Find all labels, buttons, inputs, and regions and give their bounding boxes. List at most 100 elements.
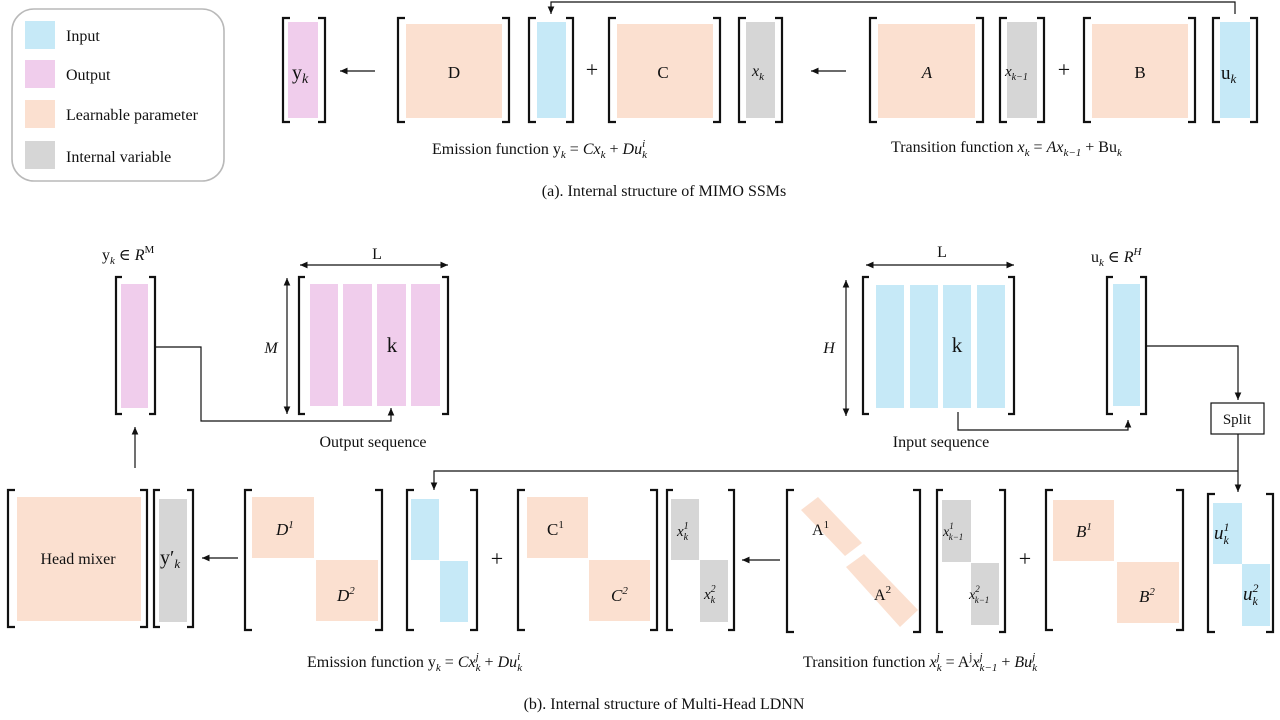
b-split-box bbox=[1210, 402, 1265, 435]
bracket-a-B bbox=[1082, 16, 1197, 124]
b-B1-block bbox=[1053, 500, 1114, 561]
b-in-col-1 bbox=[876, 285, 904, 408]
b-in-col-4 bbox=[977, 285, 1005, 408]
bracket-a-yk bbox=[281, 16, 327, 124]
bracket-b-D bbox=[243, 488, 384, 632]
bracket-b-yk bbox=[114, 275, 157, 416]
bracket-a-xkm1 bbox=[998, 16, 1046, 124]
b-B1-label: B1 bbox=[1076, 521, 1092, 541]
b-out-seq-marker: k bbox=[387, 333, 398, 357]
b-out-col-1 bbox=[310, 284, 338, 406]
b-head-mixer-block bbox=[17, 497, 141, 621]
b-in-dim-width-label: L bbox=[937, 244, 947, 261]
a-transition-formula: Transition function xk = Axk−1 + Buk bbox=[891, 139, 1123, 159]
bracket-b-B bbox=[1044, 488, 1185, 632]
b-B2-label: B2 bbox=[1139, 586, 1155, 606]
bracket-a-D bbox=[396, 16, 511, 124]
legend: Input Output Learnable parameter Interna… bbox=[11, 8, 225, 182]
b-yk-block bbox=[121, 284, 148, 408]
a-u-emission-block bbox=[537, 22, 566, 118]
b-xm2-block bbox=[971, 563, 999, 625]
a-xkm1-label: xk−1 bbox=[1004, 64, 1028, 83]
b-C2-label: C2 bbox=[611, 585, 628, 605]
b-in-seq-label: Input sequence bbox=[893, 434, 989, 451]
b-in-col-3 bbox=[943, 285, 971, 408]
b-u-emission-bottom bbox=[440, 561, 468, 622]
bracket-b-uk-heads bbox=[1206, 492, 1275, 634]
bracket-b-A bbox=[785, 488, 922, 634]
b-head-mixer-label: Head mixer bbox=[40, 551, 116, 568]
b-arrow-split-feedthrough bbox=[430, 470, 1238, 490]
bracket-a-u-emission bbox=[527, 16, 575, 124]
b-split-label: Split bbox=[1223, 412, 1252, 428]
b-A2-block bbox=[846, 554, 918, 627]
legend-label-internal: Internal variable bbox=[66, 149, 171, 166]
b-C1-label: C1 bbox=[547, 519, 564, 539]
legend-label-input: Input bbox=[66, 28, 100, 45]
bracket-a-A bbox=[868, 16, 985, 124]
a-B-label: B bbox=[1134, 63, 1145, 82]
b-out-col-3 bbox=[377, 284, 406, 406]
a-uk-label: uk bbox=[1221, 63, 1237, 86]
b-A2-label: A2 bbox=[874, 584, 891, 604]
bracket-a-C bbox=[607, 16, 722, 124]
bracket-a-uk bbox=[1211, 16, 1259, 124]
b-out-col-2 bbox=[343, 284, 372, 406]
bracket-b-head-mixer bbox=[6, 488, 149, 629]
b-A1-block bbox=[801, 497, 862, 556]
a-plus-1: + bbox=[586, 57, 598, 82]
b-out-col-4 bbox=[411, 284, 440, 406]
a-plus-2: + bbox=[1058, 57, 1070, 82]
a-D-block bbox=[406, 24, 502, 118]
bracket-b-in-seq bbox=[861, 275, 1016, 416]
b-B2-block bbox=[1117, 562, 1179, 623]
bracket-b-yprime bbox=[152, 488, 195, 629]
a-xk-label: xk bbox=[751, 63, 765, 83]
bracket-a-xk bbox=[737, 16, 784, 124]
b-arrow-yk-to-sequence bbox=[155, 346, 395, 422]
b-D1-block bbox=[252, 497, 314, 558]
b-x2-block bbox=[700, 560, 728, 622]
legend-swatch-input bbox=[25, 21, 55, 49]
bracket-b-C bbox=[516, 488, 659, 632]
b-uk-block bbox=[1113, 284, 1140, 406]
bracket-b-u-emission bbox=[405, 488, 479, 632]
a-A-block bbox=[878, 24, 975, 118]
a-caption: (a). Internal structure of MIMO SSMs bbox=[542, 183, 786, 200]
part-a: yk D + C xk A xk−1 + B bbox=[281, 1, 1259, 200]
a-xkm1-block bbox=[1007, 22, 1037, 118]
legend-swatch-internal bbox=[25, 141, 55, 169]
b-in-seq-marker: k bbox=[952, 333, 963, 357]
legend-label-output: Output bbox=[66, 67, 111, 84]
b-u-emission-top bbox=[411, 499, 439, 560]
b-plus-2: + bbox=[1019, 546, 1031, 571]
b-C2-block bbox=[589, 560, 650, 621]
a-uk-block bbox=[1220, 22, 1250, 118]
b-caption: (b). Internal structure of Multi-Head LD… bbox=[524, 696, 805, 713]
legend-swatch-learnable bbox=[25, 100, 55, 128]
b-C1-block bbox=[527, 497, 588, 558]
bracket-b-xkm1 bbox=[935, 488, 1007, 634]
a-C-block bbox=[617, 24, 713, 118]
b-yprime-block bbox=[159, 499, 187, 622]
b-output-vector-label: yk ∈ RM bbox=[102, 244, 155, 267]
b-u2-block bbox=[1242, 564, 1270, 626]
a-D-label: D bbox=[448, 63, 460, 82]
b-A1-label: A1 bbox=[812, 519, 829, 539]
b-out-seq-label: Output sequence bbox=[319, 434, 426, 451]
b-x1-block bbox=[671, 499, 699, 560]
b-input-vector-label: uk ∈ RH bbox=[1091, 246, 1143, 269]
a-yk-block bbox=[288, 22, 318, 118]
b-plus-1: + bbox=[491, 546, 503, 571]
b-D2-block bbox=[316, 560, 378, 621]
b-out-dim-width-label: L bbox=[372, 246, 382, 263]
